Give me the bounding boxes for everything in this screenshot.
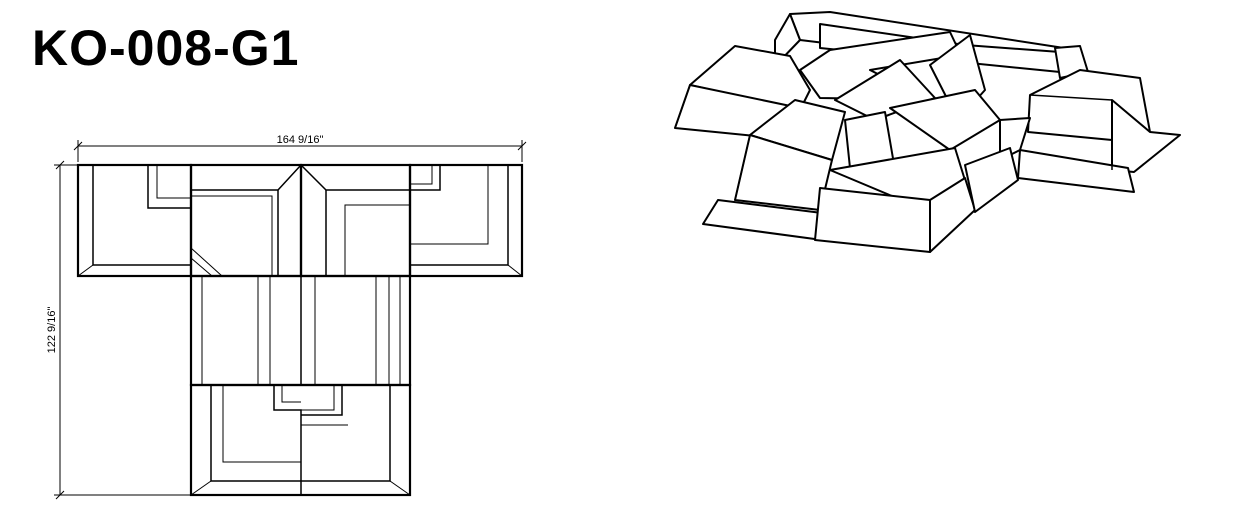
depth-dimension: 122 9/16" bbox=[46, 160, 192, 500]
iso-center-blocks bbox=[799, 31, 1031, 161]
model-code-title: KO-008-G1 bbox=[32, 20, 300, 76]
iso-front-center bbox=[814, 111, 976, 253]
iso-right-wing bbox=[1017, 69, 1181, 193]
plan-bottom bbox=[189, 383, 412, 497]
iso-front-right bbox=[964, 147, 1019, 213]
depth-dimension-label: 122 9/16" bbox=[46, 307, 58, 354]
width-dimension-label: 164 9/16" bbox=[277, 134, 324, 146]
width-dimension: 164 9/16" bbox=[73, 134, 527, 162]
